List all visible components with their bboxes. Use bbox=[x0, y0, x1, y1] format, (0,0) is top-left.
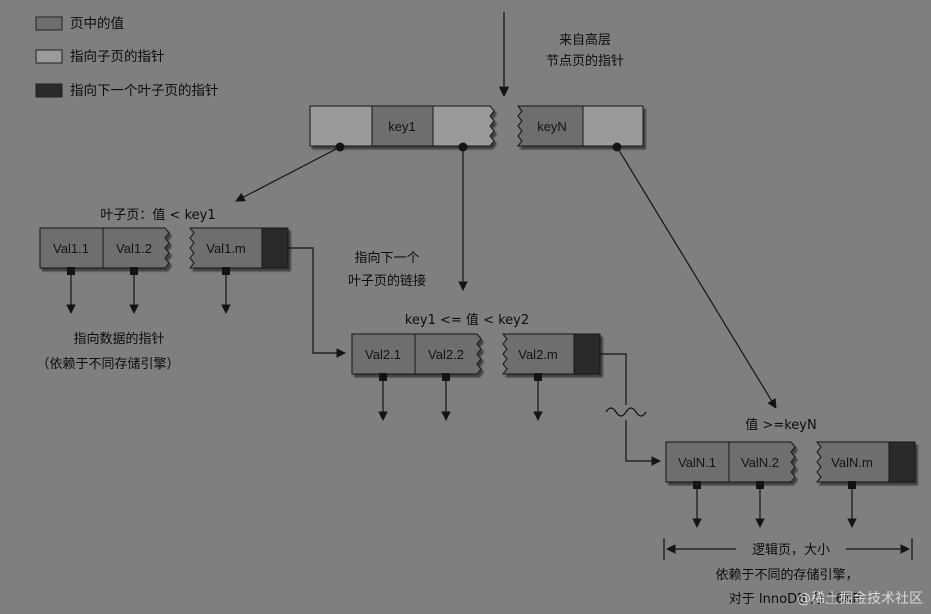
leaf2-data-pointer-1 bbox=[379, 373, 387, 381]
leaf1-node bbox=[39, 227, 289, 269]
leafN-left-fragment bbox=[665, 441, 796, 483]
next-leaf-link-label-line1: 指向下一个 bbox=[354, 250, 419, 266]
root-keyN-label: keyN bbox=[537, 119, 567, 134]
legend-next-leaf-label: 指向下一个叶子页的指针 bbox=[70, 83, 219, 99]
page-size-dimension bbox=[663, 538, 913, 560]
leaf1-val2: Val1.2 bbox=[116, 241, 152, 256]
watermark: @稀土掘金技术社区 bbox=[797, 591, 923, 607]
data-pointer-note-line1: 指向数据的指针 bbox=[73, 331, 164, 347]
next-leaf-link-1 bbox=[288, 247, 346, 358]
root-key1-cell bbox=[371, 105, 434, 147]
page-size-note-line1: 逻辑页，大小 bbox=[752, 543, 830, 558]
root-caption: 来自高层 节点页的指针 bbox=[546, 32, 624, 69]
leaf1-caption: 叶子页：值 < key1 bbox=[100, 207, 215, 223]
leaf2-data-pointer-2 bbox=[442, 373, 450, 381]
arrow-to-leaf1 bbox=[235, 146, 341, 202]
root-key1-label: key1 bbox=[388, 119, 415, 134]
next-leaf-pointer-swatch bbox=[35, 83, 63, 98]
leafN-data-pointer-m bbox=[848, 481, 856, 489]
leafN-val1: ValN.1 bbox=[678, 455, 716, 470]
root-caption-line1: 来自高层 bbox=[559, 32, 611, 48]
leaf2-data-pointer-m bbox=[534, 373, 542, 381]
next-leaf-link-2b bbox=[625, 420, 661, 466]
leafN-val2: ValN.2 bbox=[741, 455, 779, 470]
leafN-data-pointer-2 bbox=[756, 481, 764, 489]
leaf2-val2: Val2.2 bbox=[428, 347, 464, 362]
root-node bbox=[309, 105, 644, 147]
leaf2-caption: key1 <= 值 < key2 bbox=[405, 312, 529, 328]
leafN-data-pointer-1 bbox=[693, 481, 701, 489]
leafN-caption: 值 >=keyN bbox=[745, 417, 816, 433]
data-pointer-note-line2: （依赖于不同存储引擎） bbox=[36, 357, 179, 372]
leaf1-data-pointer-2 bbox=[130, 267, 138, 275]
leafN-valm: ValN.m bbox=[831, 455, 873, 470]
value-swatch bbox=[35, 16, 63, 31]
leaf1-left-fragment bbox=[39, 227, 170, 269]
page-size-note-line3: 对于 InnoDB 为 16KB bbox=[729, 592, 862, 607]
leaf1-data-pointer-1 bbox=[67, 267, 75, 275]
leaf2-val1: Val2.1 bbox=[365, 347, 401, 362]
root-keyN-cell bbox=[516, 105, 584, 147]
legend-value-label: 页中的值 bbox=[70, 16, 124, 32]
leaf1-data-pointer-m bbox=[222, 267, 230, 275]
arrow-to-leafN bbox=[616, 146, 777, 409]
link-break-squiggle bbox=[605, 407, 647, 417]
child-pointer-swatch bbox=[35, 49, 63, 64]
leaf2-left-fragment bbox=[351, 333, 482, 375]
next-leaf-link-label-line2: 叶子页的链接 bbox=[348, 273, 426, 289]
page-size-note-line2: 依赖于不同的存储引擎， bbox=[715, 567, 858, 583]
leaf1-valm: Val1.m bbox=[206, 241, 246, 256]
leaf2-valm: Val2.m bbox=[518, 347, 558, 362]
next-leaf-link-2a bbox=[600, 353, 627, 405]
leaf2-next-pointer-cell bbox=[573, 333, 601, 375]
leafN-next-pointer-cell bbox=[888, 441, 916, 483]
legend-child-pointer-label: 指向子页的指针 bbox=[70, 49, 165, 65]
leaf1-val1: Val1.1 bbox=[53, 241, 89, 256]
leaf1-next-pointer-cell bbox=[261, 227, 289, 269]
legend: 页中的值 指向子页的指针 指向下一个叶子页的指针 bbox=[35, 16, 219, 99]
leaf2-node bbox=[351, 333, 601, 375]
leafN-node bbox=[665, 441, 916, 483]
root-caption-line2: 节点页的指针 bbox=[546, 53, 624, 69]
